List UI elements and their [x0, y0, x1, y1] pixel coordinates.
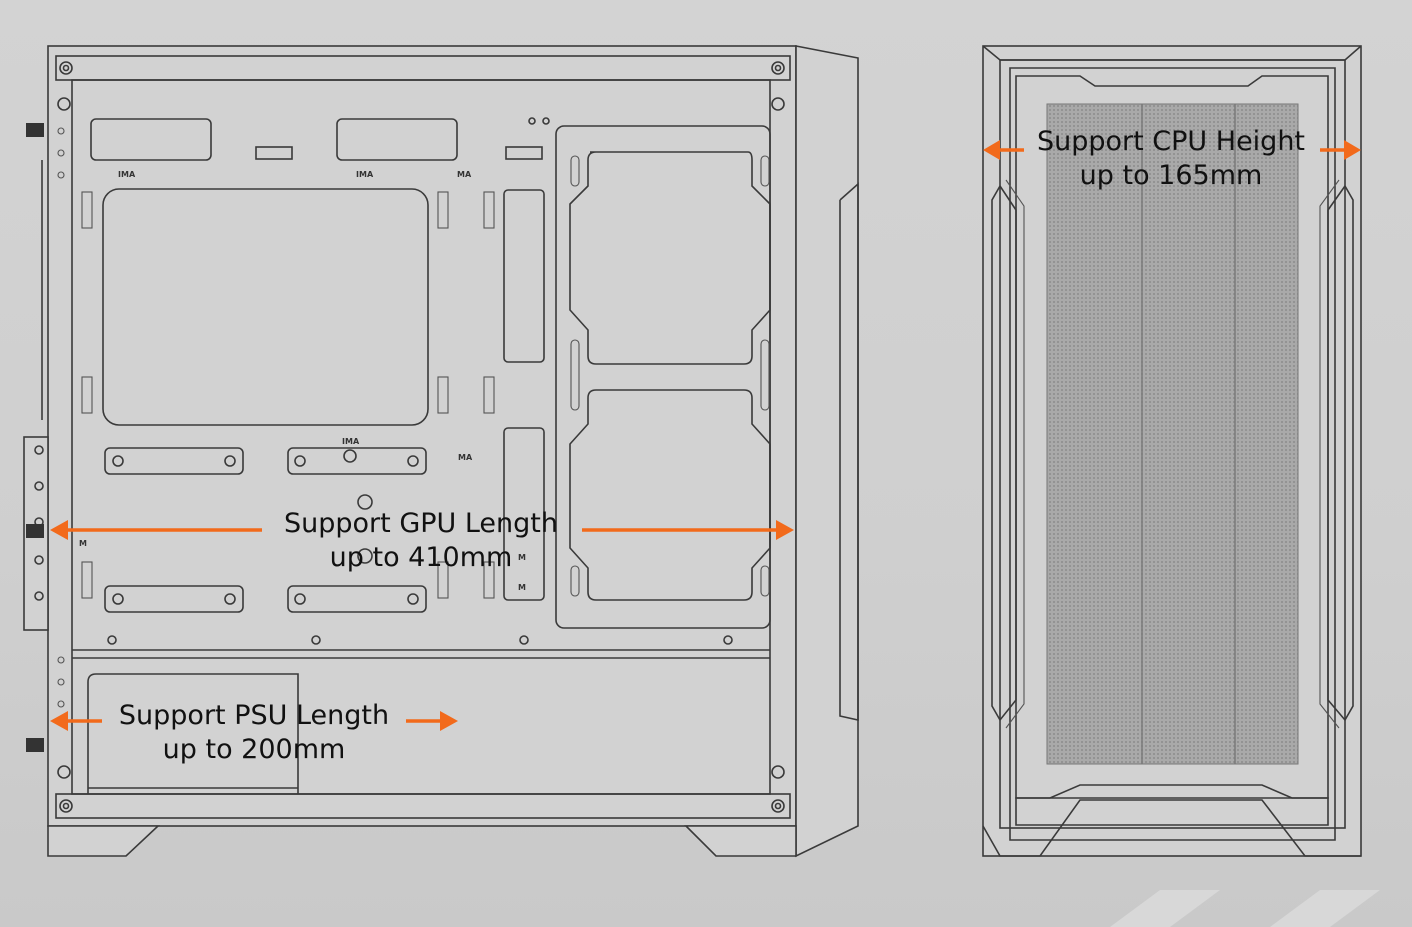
bg-stripe [1270, 890, 1380, 927]
marking: IMA [118, 170, 136, 179]
marking: IMA [356, 170, 374, 179]
marking: MA [457, 170, 472, 179]
marking: MA [458, 453, 473, 462]
arrow-left-icon [50, 520, 68, 540]
arrow-left-icon [983, 140, 1000, 160]
case-side-frame [47, 45, 797, 827]
cpu-label-line2: up to 165mm [1080, 160, 1263, 191]
side-view: IMA IMA MA IMA MA M M M [23, 45, 859, 858]
psu-label-line2: up to 200mm [163, 734, 346, 765]
psu-label-line1: Support PSU Length [119, 700, 389, 731]
gpu-label-line2: up to 410mm [330, 542, 513, 573]
gpu-length-annotation: Support GPU Length up to 410mm [50, 508, 794, 573]
front-mesh [1046, 103, 1299, 765]
marking: M [518, 553, 526, 562]
marking: IMA [342, 437, 360, 446]
front-view [982, 45, 1362, 857]
arrow-right-icon [440, 711, 458, 731]
marking: M [79, 539, 87, 548]
marking: M [518, 583, 526, 592]
gpu-label-line1: Support GPU Length [284, 508, 558, 539]
cpu-label-line1: Support CPU Height [1037, 126, 1305, 157]
arrow-right-icon [1344, 140, 1361, 160]
bg-stripe [1110, 890, 1220, 927]
arrow-left-icon [50, 711, 68, 731]
cpu-height-annotation: Support CPU Height up to 165mm [983, 126, 1361, 191]
psu-length-annotation: Support PSU Length up to 200mm [50, 700, 458, 765]
arrow-right-icon [776, 520, 794, 540]
